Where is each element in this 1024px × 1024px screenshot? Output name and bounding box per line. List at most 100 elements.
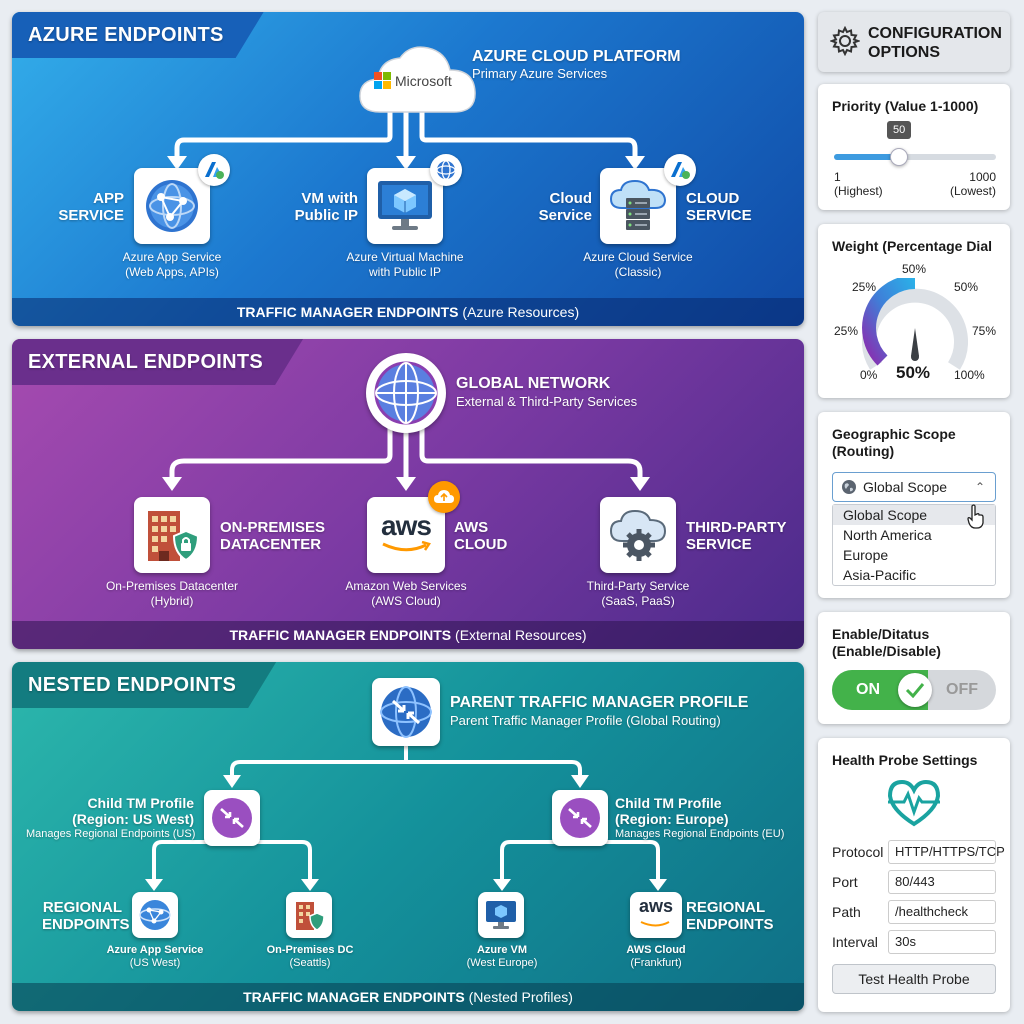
protocol-field[interactable]: HTTP/HTTPS/TCP [888, 840, 1005, 864]
interval-field[interactable]: 30s [888, 930, 996, 954]
dial-label-top: 50% [902, 262, 927, 276]
leaf-azure-vm-node[interactable] [478, 892, 524, 938]
status-card: Enable/Ditatus(Enable/Disable) ON OFF [818, 612, 1010, 724]
app-service-globe-icon [139, 900, 171, 930]
global-network-subtitle: External & Third-Party Services [456, 394, 638, 409]
weight-title: Weight (Percentage Dial [832, 238, 993, 254]
dial-label-upper-right: 50% [954, 280, 979, 294]
priority-card: Priority (Value 1-1000) 50 1(Highest) 10… [818, 84, 1010, 210]
app-service-caption: Azure App Service(Web Apps, APIs) [122, 250, 222, 279]
leaf-aws-node[interactable]: aws [630, 892, 682, 938]
weight-card: Weight (Percentage Dial 50% 25% 50% 25% … [818, 224, 1010, 398]
azure-badge-icon [664, 154, 696, 186]
parent-profile-node[interactable] [372, 678, 440, 746]
global-network-node[interactable] [366, 353, 446, 433]
cloud-service-caption: Azure Cloud Service(Classic) [583, 250, 693, 279]
panel-title: EXTERNAL ENDPOINTS [12, 339, 303, 385]
parent-profile-title: PARENT TRAFFIC MANAGER PROFILE [450, 694, 749, 711]
child-profile-us-node[interactable] [204, 790, 260, 846]
on-premises-caption: On-Premises Datacenter(Hybrid) [105, 579, 239, 608]
building-shield-icon [296, 902, 325, 931]
leaf-azure-vm-caption: Azure VM(West Europe) [466, 944, 538, 969]
dial-label-left: 25% [834, 324, 859, 338]
dial-label-upper-left: 25% [852, 280, 877, 294]
dial-label-max: 100% [954, 368, 985, 382]
leaf-app-service-caption: Azure App Service(US West) [106, 944, 204, 969]
toggle-knob[interactable] [898, 673, 932, 707]
interval-label: Interval [832, 934, 878, 950]
microsoft-logo: Microsoft [374, 72, 452, 89]
leaf-aws-caption: AWS Cloud(Frankfurt) [626, 944, 686, 969]
leaf-app-service-node[interactable] [132, 892, 178, 938]
aws-smile-icon [640, 921, 670, 927]
port-label: Port [832, 874, 858, 890]
priority-slider[interactable]: 50 [834, 121, 996, 166]
app-service-globe-icon [146, 180, 198, 232]
cloud-gear-icon [609, 509, 667, 561]
platform-title: AZURE CLOUD PLATFORM [472, 48, 681, 65]
test-health-probe-button[interactable]: Test Health Probe [832, 964, 996, 994]
panel-title: AZURE ENDPOINTS [12, 12, 264, 58]
geo-option[interactable]: Europe [843, 547, 889, 563]
toggle-off-label: OFF [946, 681, 978, 698]
path-field[interactable]: /healthcheck [888, 900, 996, 924]
monitor-cube-icon [378, 181, 432, 230]
aws-logo: aws [639, 897, 673, 933]
geo-option[interactable]: North America [843, 527, 932, 543]
health-probe-title: Health Probe Settings [832, 752, 978, 768]
azure-badge-icon [198, 154, 230, 186]
globe-icon [842, 480, 856, 494]
third-party-node[interactable] [600, 497, 676, 573]
on-premises-node[interactable] [134, 497, 210, 573]
cloud-upload-icon [428, 481, 460, 513]
enable-toggle[interactable]: ON OFF [832, 670, 996, 710]
port-field[interactable]: 80/443 [888, 870, 996, 894]
geo-option[interactable]: Global Scope [833, 505, 995, 525]
global-network-title: GLOBAL NETWORK [456, 375, 611, 392]
leaf-on-premises-node[interactable] [286, 892, 332, 938]
microsoft-cloud-icon [359, 46, 476, 113]
external-footer: TRAFFIC MANAGER ENDPOINTS (External Reso… [12, 621, 804, 649]
public-ip-globe-icon [430, 154, 462, 186]
aws-logo: aws [380, 512, 432, 558]
azure-endpoints-panel: AZURE ENDPOINTS Microsoft AZURE CLOUD PL… [12, 12, 804, 326]
microsoft-squares-icon [374, 72, 391, 89]
third-party-caption: Third-Party Service(SaaS, PaaS) [586, 579, 690, 608]
priority-max-label: 1000(Lowest) [949, 170, 996, 198]
app-service-node[interactable] [134, 168, 210, 244]
vm-node[interactable] [367, 168, 443, 244]
panel-title: NESTED ENDPOINTS [12, 662, 276, 708]
priority-value-tooltip: 50 [887, 121, 912, 139]
weight-dial[interactable] [862, 278, 968, 378]
building-shield-icon [148, 511, 200, 562]
status-title: Enable/Ditatus(Enable/Disable) [832, 626, 941, 659]
leaf-on-premises-caption: On-Premises DC(Seattls) [266, 944, 354, 969]
health-probe-card: Health Probe Settings Protocol HTTP/HTTP… [818, 738, 1010, 1012]
priority-min-label: 1(Highest) [834, 170, 883, 198]
cloud-service-node[interactable] [600, 168, 676, 244]
geo-scope-selected-value: Global Scope [863, 479, 948, 495]
checkmark-icon [905, 683, 925, 698]
child-profile-eu-node[interactable] [552, 790, 608, 846]
priority-slider-thumb[interactable] [890, 148, 909, 166]
dial-label-right: 75% [972, 324, 997, 338]
aws-node[interactable]: aws [367, 497, 445, 573]
geo-scope-select[interactable]: Global Scope ⌃ [832, 472, 996, 502]
external-endpoints-panel: EXTERNAL ENDPOINTS GLOBAL NETWORK Extern… [12, 339, 804, 649]
traffic-manager-icon [380, 686, 432, 738]
geo-option[interactable]: Asia-Pacific [843, 567, 917, 583]
path-label: Path [832, 904, 861, 920]
nested-footer: TRAFFIC MANAGER ENDPOINTS (Nested Profil… [12, 983, 804, 1011]
azure-footer: TRAFFIC MANAGER ENDPOINTS (Azure Resourc… [12, 298, 804, 326]
priority-title: Priority (Value 1-1000) [832, 98, 979, 114]
hand-cursor-icon [967, 504, 984, 529]
protocol-label: Protocol [832, 844, 884, 860]
gear-icon [830, 26, 860, 56]
